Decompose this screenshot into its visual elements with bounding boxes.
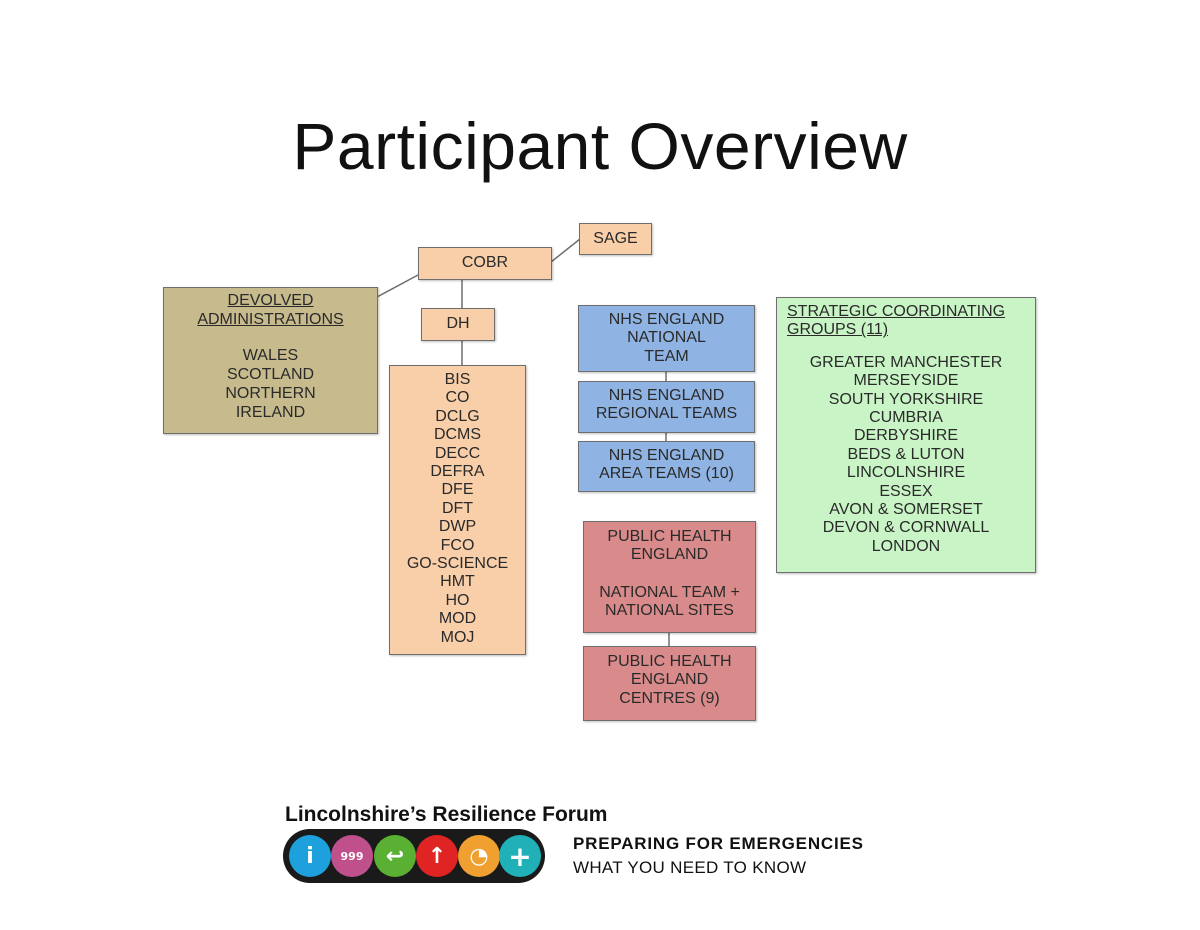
department-item: DECC — [434, 444, 481, 462]
department-item: DWP — [438, 518, 477, 536]
clock-icon: ◔ — [458, 835, 500, 877]
department-item: DFE — [441, 481, 474, 499]
nhs-regional-line: REGIONAL TEAMS — [595, 405, 738, 423]
forum-name: Lincolnshire’s Resilience Forum — [285, 803, 608, 826]
page-title: Participant Overview — [292, 109, 908, 183]
cobr-sage-connector — [550, 238, 581, 263]
devolved-heading: DEVOLVED ADMINISTRATIONS — [197, 292, 344, 328]
scg-item: AVON & SOMERSET — [829, 501, 983, 519]
department-item: FCO — [440, 536, 475, 554]
phe-national-heading-line: PUBLIC HEALTH — [607, 528, 732, 545]
sage-box: SAGE — [579, 223, 652, 255]
phe-national-heading-line: ENGLAND — [630, 546, 709, 564]
nhs-england-regional-teams-box: NHS ENGLAND REGIONAL TEAMS — [578, 381, 755, 433]
government-departments-box: BIS CO DCLG DCMS DECC DEFRA DFE DFT DWP … — [389, 365, 526, 655]
devolved-item: SCOTLAND — [226, 366, 315, 383]
phe-national-box: PUBLIC HEALTH ENGLAND NATIONAL TEAM + NA… — [583, 521, 756, 633]
phe-centres-box: PUBLIC HEALTH ENGLAND CENTRES (9) — [583, 646, 756, 721]
department-item: DCMS — [433, 426, 482, 444]
nhs-england-national-team-box: NHS ENGLAND NATIONAL TEAM — [578, 305, 755, 372]
scg-item: BEDS & LUTON — [847, 445, 965, 463]
nhs-national-line: NATIONAL — [627, 329, 706, 347]
nhs-national-line: NHS ENGLAND — [608, 311, 725, 328]
scg-item: CUMBRIA — [869, 409, 943, 427]
department-item: DFT — [441, 499, 474, 517]
info-icon: i — [289, 835, 331, 877]
tagline-what-you-need: WHAT YOU NEED TO KNOW — [573, 858, 807, 877]
scg-item: LINCOLNSHIRE — [846, 464, 966, 482]
phe-national-sub-line: NATIONAL SITES — [605, 602, 734, 620]
phe-national-sub-line: NATIONAL TEAM + — [599, 583, 740, 601]
scg-heading: STRATEGIC COORDINATING GROUPS (11) — [787, 303, 1006, 339]
scg-item: DEVON & CORNWALL — [822, 519, 990, 537]
dh-label: DH — [446, 315, 470, 333]
scg-item: ESSEX — [879, 482, 933, 500]
nhs-area-line: AREA TEAMS (10) — [599, 465, 734, 483]
scg-item: SOUTH YORKSHIRE — [828, 390, 984, 408]
department-item: HMT — [440, 573, 475, 591]
dh-box: DH — [421, 308, 495, 341]
department-item: MOD — [438, 610, 477, 628]
department-item: BIS — [444, 371, 471, 388]
cobr-box: COBR — [418, 247, 552, 280]
arrow-return-icon: ↩ — [374, 835, 416, 877]
forum-logo-icons: i 999 ↩ ↑ ◔ + — [283, 829, 545, 883]
tagline-preparing: PREPARING FOR EMERGENCIES — [573, 834, 864, 853]
999-icon: 999 — [331, 835, 373, 877]
phe-centres-line: ENGLAND — [630, 671, 709, 689]
department-item: GO-SCIENCE — [406, 555, 509, 573]
devolved-item: NORTHERN IRELAND — [225, 385, 316, 421]
nhs-area-line: NHS ENGLAND — [608, 447, 725, 464]
plus-icon: + — [499, 835, 541, 877]
up-arrow-icon: ↑ — [416, 835, 458, 877]
devolved-item: WALES — [242, 347, 299, 364]
department-item: DCLG — [435, 407, 480, 425]
scg-item: GREATER MANCHESTER — [809, 353, 1003, 371]
sage-label: SAGE — [593, 229, 638, 247]
department-item: HO — [445, 591, 470, 609]
department-item: DEFRA — [430, 463, 485, 481]
phe-centres-line: CENTRES (9) — [619, 689, 720, 707]
cobr-devolved-connector — [376, 274, 419, 298]
strategic-coordinating-groups-box: STRATEGIC COORDINATING GROUPS (11) GREAT… — [776, 297, 1036, 573]
phe-centres-line: PUBLIC HEALTH — [607, 653, 732, 670]
nhs-regional-line: NHS ENGLAND — [608, 387, 725, 404]
scg-item: MERSEYSIDE — [853, 372, 959, 390]
nhs-national-line: TEAM — [644, 347, 689, 365]
department-item: MOJ — [440, 628, 475, 646]
cobr-label: COBR — [461, 254, 509, 272]
nhs-england-area-teams-box: NHS ENGLAND AREA TEAMS (10) — [578, 441, 755, 492]
devolved-administrations-box: DEVOLVED ADMINISTRATIONS WALES SCOTLAND … — [163, 287, 378, 434]
scg-item: DERBYSHIRE — [853, 427, 959, 445]
scg-item: LONDON — [871, 537, 941, 555]
department-item: CO — [445, 389, 470, 407]
